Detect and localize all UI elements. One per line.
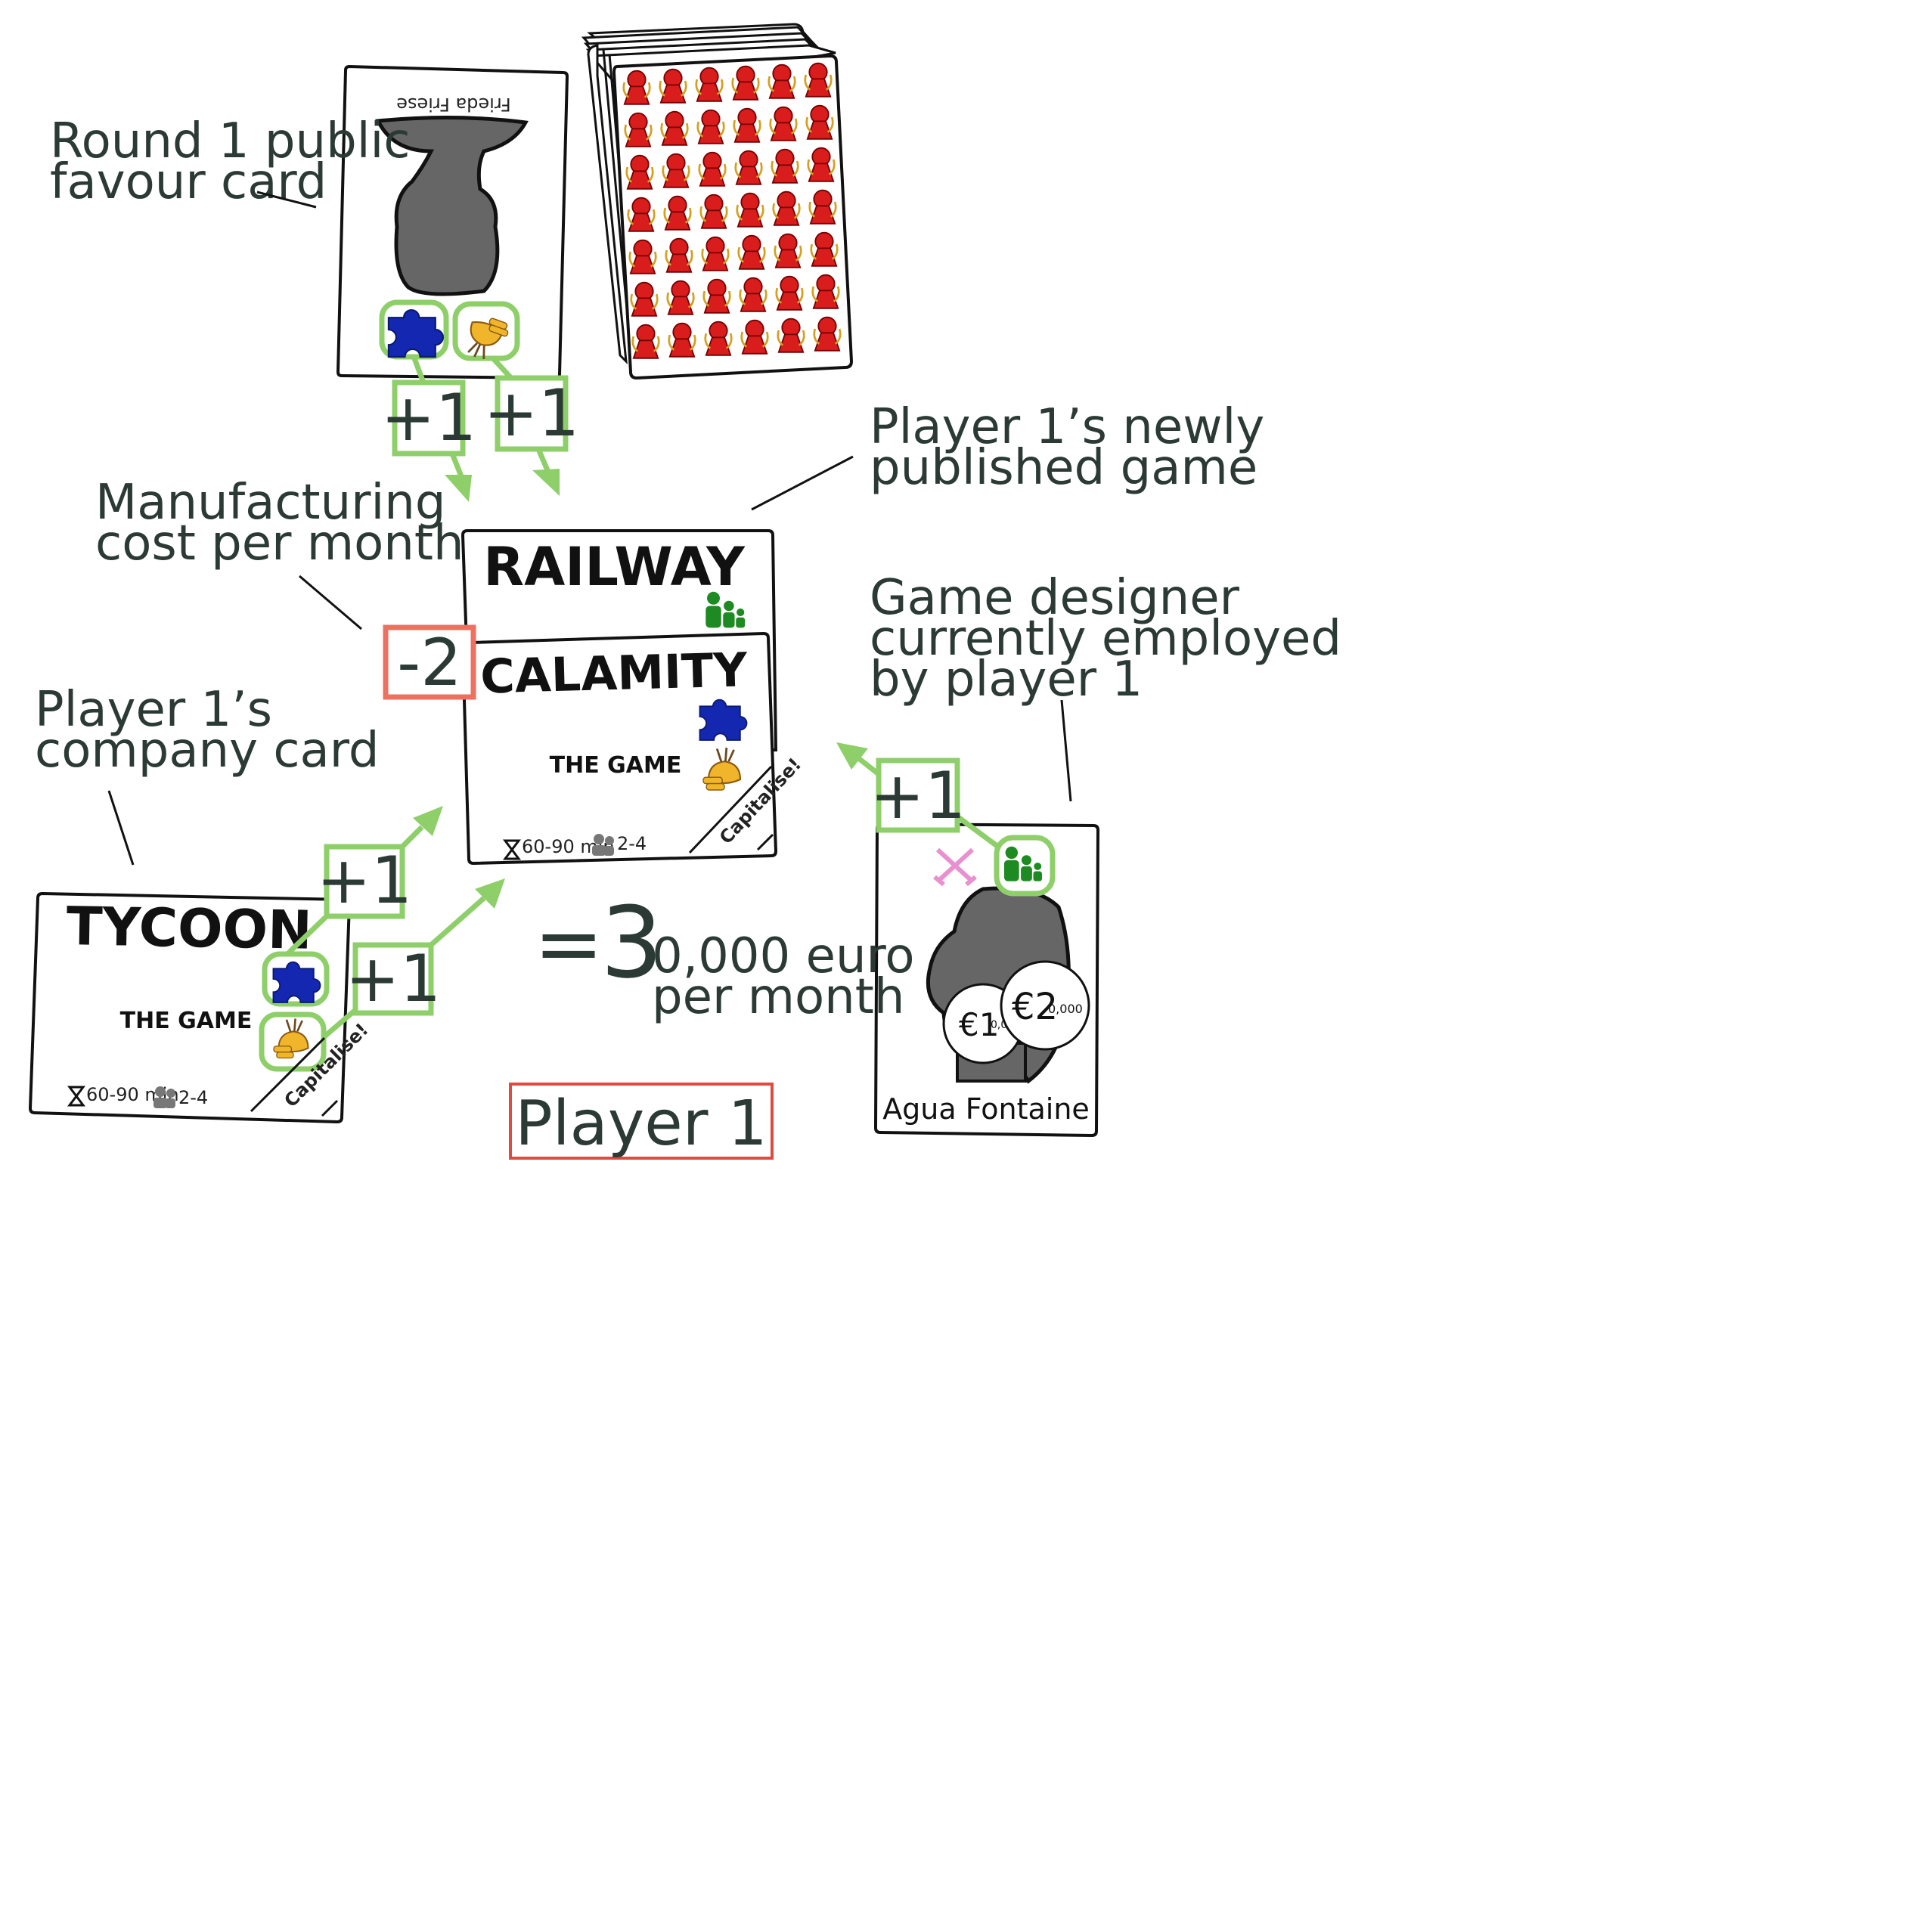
svg-text:Player 1’s newly: Player 1’s newly: [870, 399, 1264, 455]
manufacturing-cost-box: -2: [383, 624, 476, 701]
svg-text:company card: company card: [35, 723, 380, 779]
result-rest: 0,000 euro: [652, 928, 915, 984]
coin-two-value: €2: [1012, 986, 1058, 1028]
people-grey-icon: [154, 1086, 175, 1108]
company-title: TYCOON: [66, 895, 312, 962]
svg-text:favour card: favour card: [50, 154, 327, 210]
svg-text:Manufacturing: Manufacturing: [95, 475, 445, 531]
player-label: Player 1: [515, 1088, 767, 1160]
designer-card: €1 0,0 €2 0,000 Agua Fontaine: [873, 822, 1100, 1138]
designer-name: Agua Fontaine: [882, 1092, 1090, 1126]
company-players: 2-4: [178, 1087, 208, 1108]
equals-sign: =: [534, 895, 603, 992]
label-favour-card: Round 1 public favour card: [50, 113, 410, 210]
favour-card: Frieda Friese: [336, 64, 569, 380]
calamity-players: 2-4: [617, 833, 647, 854]
result-text: = 3 0,000 euro per month: [534, 885, 915, 1025]
coin-two-small: 0,000: [1048, 1002, 1083, 1016]
svg-text:currently employed: currently employed: [870, 611, 1341, 667]
favour-plus-arrows: +1 +1: [381, 356, 580, 502]
coin-one-small: 0,0: [991, 1019, 1007, 1031]
plus-one-label: +1: [381, 380, 477, 456]
calamity-subtitle: THE GAME: [550, 752, 682, 779]
player-box: Player 1: [509, 1083, 774, 1160]
plus-one-label: +1: [346, 941, 442, 1017]
company-plus-arrows: +1 +1: [285, 806, 505, 1039]
swords-icon: [933, 847, 977, 887]
designer-plus-arrow: +1: [836, 742, 1000, 849]
label-company-card: Player 1’s company card: [35, 682, 380, 866]
label-newly-published: Player 1’s newly published game: [751, 399, 1264, 511]
company-card: TYCOON THE GAME Capitalise! 60-90 min 2-…: [28, 891, 373, 1124]
favour-portrait: [375, 115, 529, 296]
company-subtitle: THE GAME: [120, 1008, 253, 1034]
svg-text:published game: published game: [870, 440, 1258, 496]
railway-title: RAILWAY: [483, 536, 746, 598]
plus-one-label: +1: [484, 376, 580, 451]
svg-text:cost per month: cost per month: [95, 516, 464, 572]
result-rest-2: per month: [652, 969, 904, 1025]
svg-text:Game designer: Game designer: [870, 570, 1240, 626]
result-digit: 3: [600, 885, 663, 1000]
hourglass-icon: [67, 1086, 85, 1107]
plus-one-label: +1: [317, 843, 413, 919]
hourglass-icon: [503, 839, 521, 860]
coin-two: [1000, 960, 1090, 1051]
puzzle-icon: [272, 961, 321, 1003]
label-designer: Game designer currently employed by play…: [870, 570, 1341, 802]
svg-text:by player 1: by player 1: [870, 652, 1143, 708]
minus-two-label: -2: [397, 625, 462, 701]
calamity-title: CALAMITY: [479, 642, 749, 704]
coin-one-value: €1: [959, 1006, 999, 1043]
favour-card-name: Frieda Friese: [396, 94, 511, 115]
puzzle-icon: [699, 699, 748, 741]
card-deck: [581, 23, 854, 380]
puzzle-icon: [387, 308, 444, 358]
people-grey-icon: [592, 834, 614, 856]
svg-text:Player 1’s: Player 1’s: [35, 682, 272, 738]
calamity-card: CALAMITY THE GAME Capitalise! 60-90 min …: [461, 631, 805, 866]
plus-one-label: +1: [870, 758, 966, 834]
svg-text:Round 1 public: Round 1 public: [50, 113, 410, 169]
label-manufacturing: Manufacturing cost per month: [95, 475, 464, 630]
